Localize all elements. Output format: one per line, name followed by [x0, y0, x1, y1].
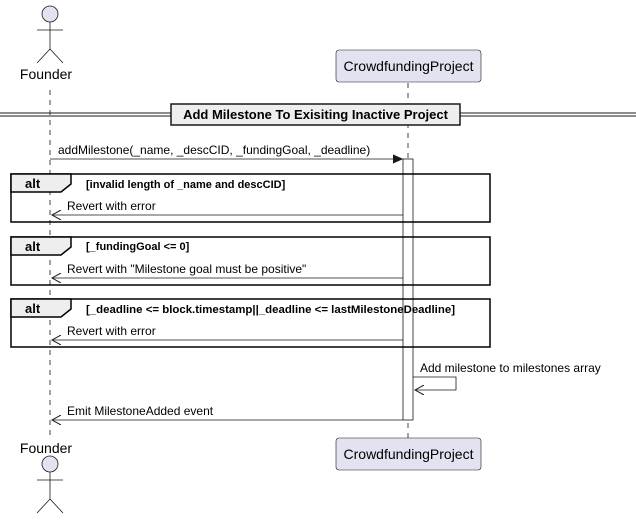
founder-label-top: Founder [20, 66, 72, 82]
project-activation [402, 158, 414, 421]
alt-2-label: alt [25, 239, 41, 254]
alt-fragment-2: alt [_fundingGoal <= 0] [10, 236, 491, 286]
separator: Add Milestone To Exisiting Inactive Proj… [0, 103, 636, 126]
alt-fragment-1: alt [invalid length of _name and descCID… [10, 173, 491, 223]
alt-1-label: alt [25, 176, 41, 191]
alt-1-guard: [invalid length of _name and descCID] [86, 179, 286, 191]
founder-label-bottom: Founder [20, 440, 72, 456]
alt-2-guard: [_fundingGoal <= 0] [86, 241, 190, 253]
founder-actor-top [36, 5, 64, 64]
project-box-bottom [335, 437, 482, 471]
project-box-top [335, 49, 482, 83]
separator-title: Add Milestone To Exisiting Inactive Proj… [183, 107, 449, 122]
message-add-milestone-label: addMilestone(_name, _descCID, _fundingGo… [58, 143, 370, 157]
message-revert-3-label: Revert with error [67, 324, 156, 338]
message-self-arrow [413, 376, 457, 390]
message-self-label: Add milestone to milestones array [420, 361, 601, 375]
message-revert-2-label: Revert with "Milestone goal must be posi… [67, 262, 306, 276]
project-label-top: CrowdfundingProject [344, 58, 474, 74]
actor-head [41, 455, 59, 473]
message-revert-1-label: Revert with error [67, 199, 156, 213]
alt-3-label: alt [25, 301, 41, 316]
founder-actor-bottom [36, 455, 64, 514]
project-label-bottom: CrowdfundingProject [344, 446, 474, 462]
alt-fragment-3: alt [_deadline <= block.timestamp||_dead… [10, 298, 491, 348]
alt-3-guard: [_deadline <= block.timestamp||_deadline… [86, 304, 455, 316]
actor-head [41, 5, 59, 23]
message-emit-label: Emit MilestoneAdded event [67, 404, 214, 418]
